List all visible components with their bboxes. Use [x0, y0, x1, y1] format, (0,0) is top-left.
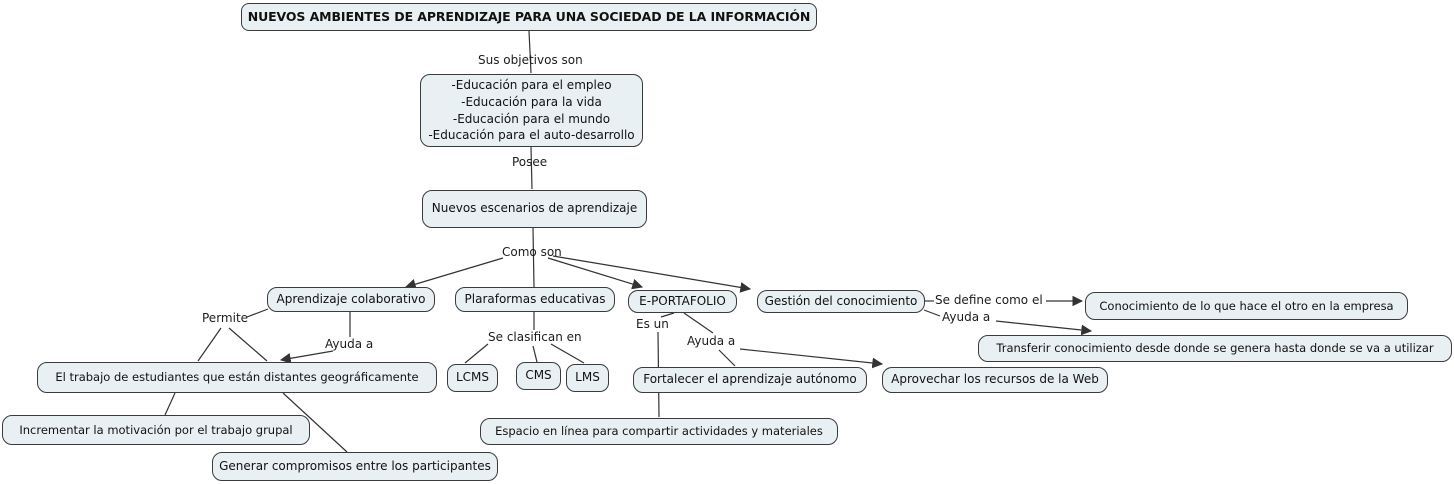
- link-label-es-un[interactable]: Es un: [636, 317, 669, 331]
- node-transferir-conocimiento[interactable]: Transferir conocimiento desde donde se g…: [978, 335, 1452, 362]
- node-generar-compromisos[interactable]: Generar compromisos entre los participan…: [212, 452, 498, 481]
- connector-gestion-ayuda: [923, 309, 941, 317]
- link-label-se-define-como-el[interactable]: Se define como el: [935, 293, 1043, 307]
- connector-eportafolio-esun: [660, 312, 675, 318]
- connector-ayuda-transferir: [995, 320, 1093, 336]
- link-label-se-clasifican-en[interactable]: Se clasifican en: [488, 330, 582, 344]
- connector-title-objetivos: [528, 30, 532, 74]
- connector-escenarios-plataformas: [532, 227, 535, 288]
- connector-ayuda-fortalecer: [718, 349, 736, 367]
- connector-clasifican-lcms: [464, 343, 489, 364]
- node-fortalecer-aprendizaje[interactable]: Fortalecer el aprendizaje autónomo: [633, 367, 867, 393]
- node-plataformas-educativas[interactable]: Plaraformas educativas: [455, 287, 615, 312]
- connector-permite-trabajo-b: [228, 327, 268, 362]
- connector-trabajo-incrementar: [164, 392, 176, 416]
- connector-comoson-eportafolio: [547, 257, 644, 290]
- link-label-ayuda-a-eportafolio[interactable]: Ayuda a: [687, 334, 736, 348]
- connector-ayuda-aprovechar: [739, 348, 884, 369]
- connector-clasifican-cms: [532, 345, 538, 363]
- connector-eportafolio-ayuda: [683, 312, 714, 334]
- node-cms[interactable]: CMS: [516, 362, 561, 390]
- node-trabajo-estudiantes[interactable]: El trabajo de estudiantes que están dist…: [37, 362, 437, 393]
- node-gestion-conocimiento[interactable]: Gestión del conocimiento: [757, 290, 925, 313]
- node-e-portafolio[interactable]: E-PORTAFOLIO: [628, 290, 737, 313]
- node-title[interactable]: NUEVOS AMBIENTES DE APRENDIZAJE PARA UNA…: [241, 3, 817, 31]
- link-label-posee[interactable]: Posee: [512, 155, 548, 169]
- node-lcms[interactable]: LCMS: [447, 364, 498, 392]
- connector-colaborativo-permite: [246, 308, 269, 318]
- connector-comoson-colaborativo: [404, 257, 504, 290]
- node-nuevos-escenarios[interactable]: Nuevos escenarios de aprendizaje: [422, 190, 647, 228]
- node-incrementar-motivacion[interactable]: Incrementar la motivación por el trabajo…: [2, 415, 310, 445]
- link-label-ayuda-a-colaborativo[interactable]: Ayuda a: [325, 337, 374, 351]
- link-label-como-son[interactable]: Como son: [502, 245, 562, 259]
- connector-clasifican-lms: [550, 343, 585, 364]
- connector-objetivos-escenarios: [530, 146, 533, 190]
- connector-ayuda-trabajo: [279, 350, 334, 364]
- node-aprendizaje-colaborativo[interactable]: Aprendizaje colaborativo: [267, 287, 435, 312]
- node-lms[interactable]: LMS: [566, 364, 609, 392]
- link-label-permite[interactable]: Permite: [202, 311, 249, 325]
- link-label-sus-objetivos[interactable]: Sus objetivos son: [478, 53, 583, 67]
- connector-comoson-gestion: [552, 255, 752, 293]
- node-espacio-en-linea[interactable]: Espacio en línea para compartir activida…: [480, 418, 838, 445]
- connector-trabajo-generar: [282, 392, 348, 453]
- link-label-ayuda-a-gestion[interactable]: Ayuda a: [942, 310, 991, 324]
- node-conocimiento-empresa[interactable]: Conocimiento de lo que hace el otro en l…: [1085, 292, 1408, 320]
- node-objetivos[interactable]: -Educación para el empleo -Educación par…: [420, 74, 643, 147]
- node-aprovechar-recursos[interactable]: Aprovechar los recursos de la Web: [882, 367, 1108, 393]
- connector-permite-trabajo-a: [197, 327, 222, 362]
